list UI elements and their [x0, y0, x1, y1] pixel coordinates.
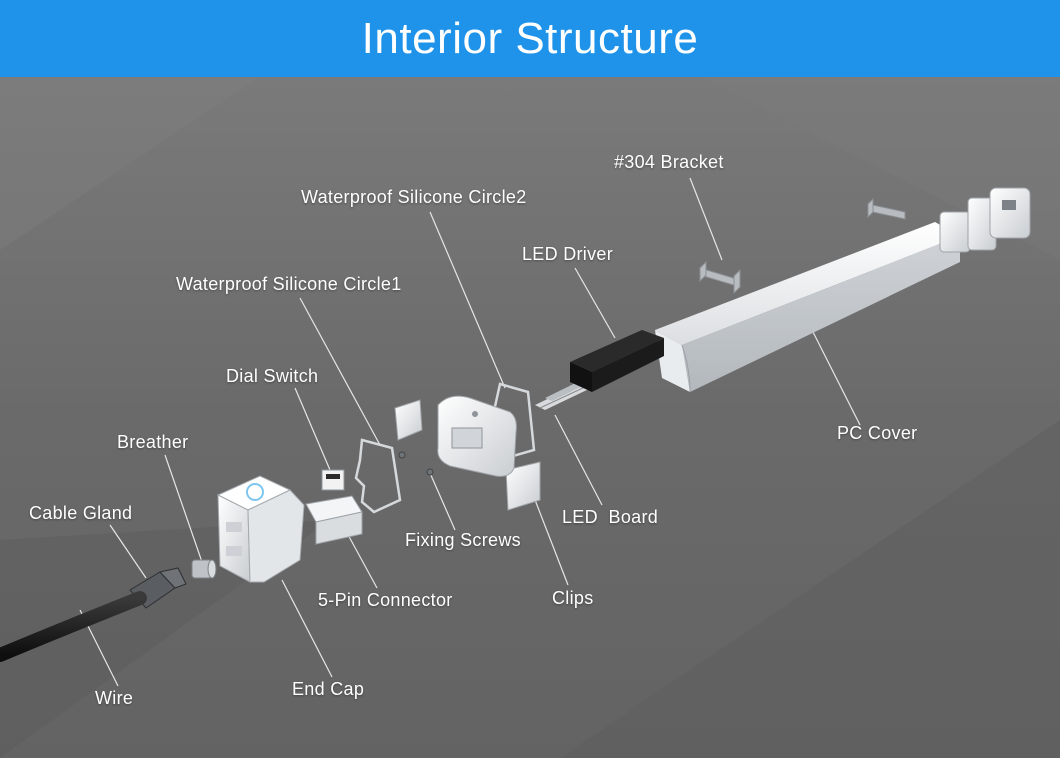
exploded-view-diagram [0, 77, 1060, 758]
fixing-screws [398, 451, 434, 476]
leader-line-breather [164, 454, 203, 563]
clips [394, 399, 541, 511]
page-title: Interior Structure [361, 13, 699, 63]
leader-line-dial-switch [294, 387, 331, 471]
leader-line-pc-cover [811, 329, 861, 426]
leader-line-fixing-screws [429, 472, 456, 531]
leader-line-silicone-circle2 [429, 211, 506, 389]
wire [0, 591, 147, 662]
breather [191, 559, 217, 579]
background-facet [0, 77, 260, 250]
title-banner: Interior Structure [0, 0, 1060, 77]
far-end-cap [939, 187, 1031, 253]
bracket-right [867, 197, 906, 220]
leader-line-clips [529, 486, 569, 586]
leader-line-cable-gland [109, 524, 147, 579]
leader-line-led-board [554, 414, 603, 506]
leader-line-end-cap [281, 579, 333, 678]
silicone-circle1 [354, 438, 402, 514]
bracket-left [699, 260, 741, 295]
leader-line-bracket [689, 177, 723, 261]
end-cap [216, 475, 305, 583]
pin-connector [305, 495, 363, 545]
led-driver [570, 330, 664, 392]
leader-lines [79, 177, 861, 687]
leader-line-led-driver [574, 267, 616, 339]
leader-line-silicone-circle1 [299, 297, 381, 446]
inner-housing [437, 395, 517, 477]
dial-switch [321, 469, 345, 491]
background-facet [560, 420, 1060, 758]
